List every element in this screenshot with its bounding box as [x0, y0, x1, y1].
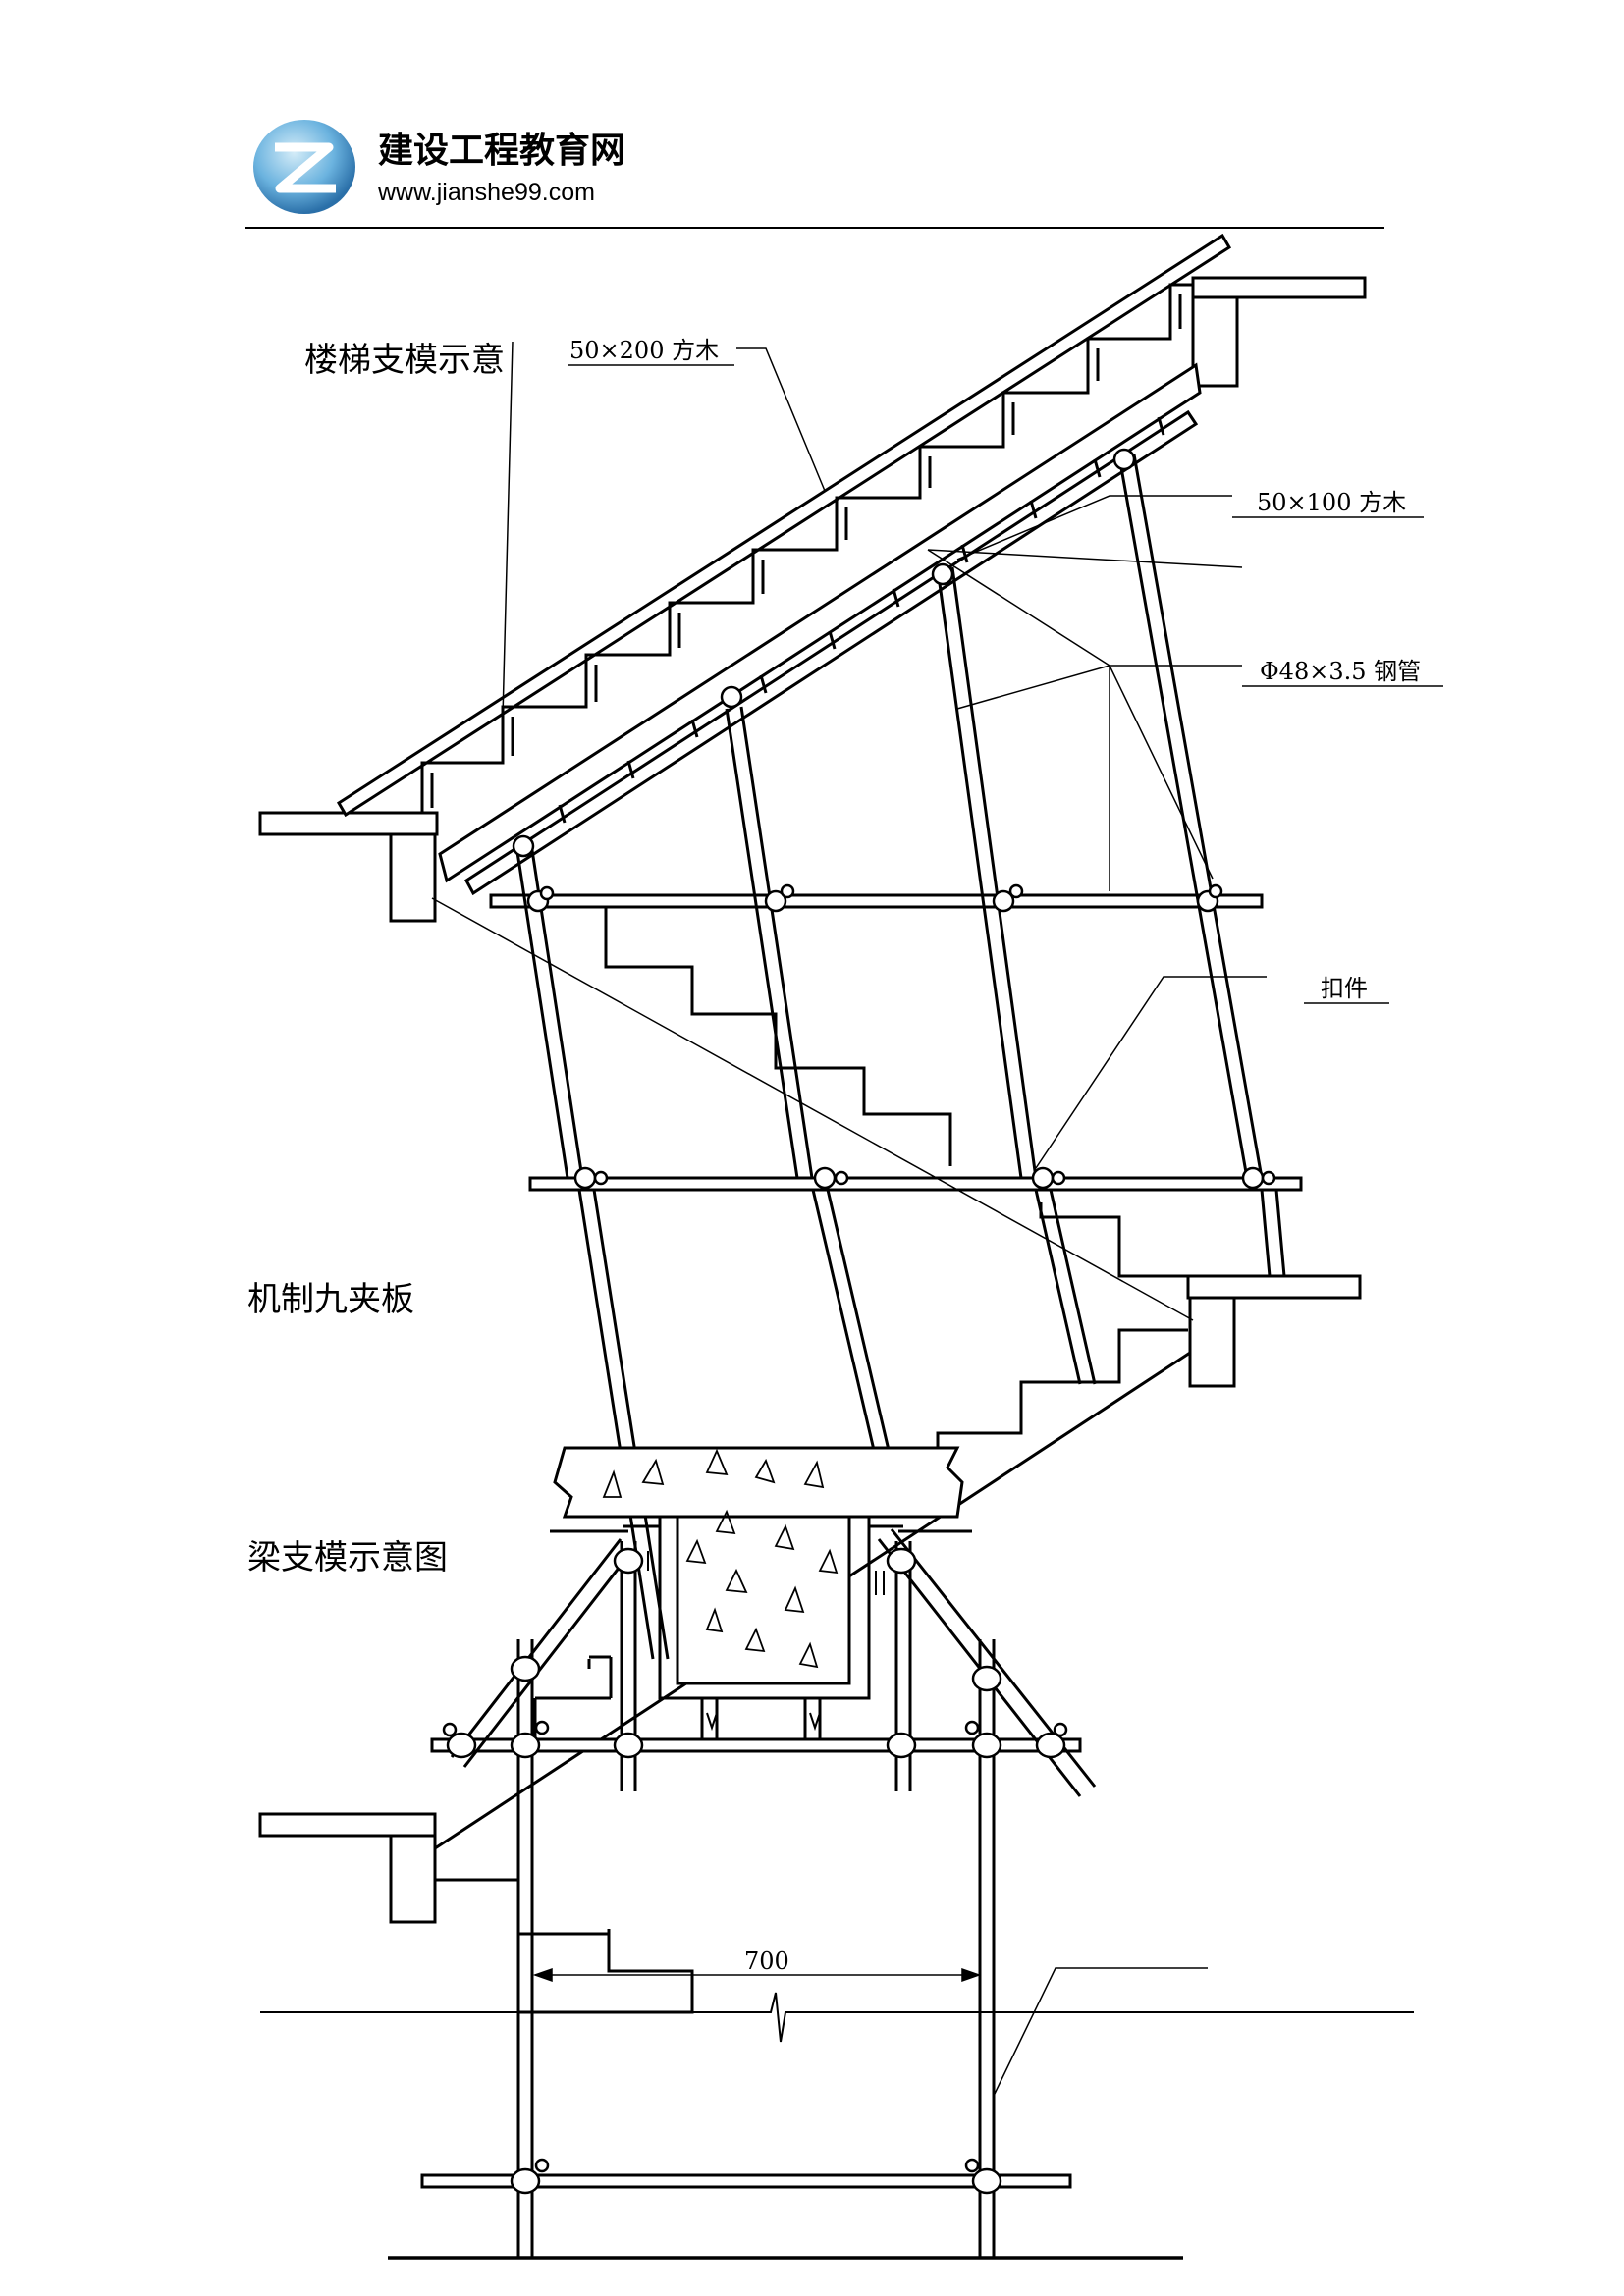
coupler-icon [834, 1170, 849, 1186]
beam-title: 梁支模示意图 [247, 1538, 448, 1577]
stair-steps-inner [430, 294, 1182, 808]
coupler-icon [539, 885, 555, 901]
coupler-icon [1053, 1722, 1068, 1737]
timber-50x200 [336, 233, 1232, 818]
upper-landing-slab [1191, 276, 1367, 299]
coupler-icon [613, 1732, 644, 1759]
ground-line [260, 1992, 1414, 2043]
lower-flight-steps [540, 905, 1188, 1278]
coupler-icon [593, 1170, 609, 1186]
concrete-beam [676, 1515, 851, 1685]
z-letter-icon [275, 142, 336, 193]
couplers [512, 448, 1276, 1190]
coupler-icon [992, 889, 1015, 913]
coupler-icon [613, 1547, 644, 1575]
site-url: www.jianshe99.com [377, 179, 595, 206]
coupler-icon [1008, 883, 1024, 899]
coupler-icon [1261, 1170, 1276, 1186]
callout-steel-pipe: Φ48×3.5 钢管 [1260, 658, 1421, 685]
soffit-cleats [558, 416, 1165, 824]
coupler-icon [813, 1166, 837, 1190]
beam-side-formwork [658, 1517, 871, 1700]
pipe-support-4 [1117, 454, 1286, 1277]
coupler-icon [764, 889, 787, 913]
coupler-icon [510, 1655, 541, 1682]
leader-lines [502, 341, 1267, 1169]
pipe-support-2 [725, 706, 900, 1493]
lower-landing-slab [258, 811, 439, 836]
callout-timber-50x200: 50×200 方木 [569, 337, 719, 364]
stair-steps [420, 283, 1193, 813]
beam-ledger-upper [430, 1737, 1082, 1753]
beam-ledger-lower [420, 2173, 1072, 2189]
beam-struts [700, 1698, 822, 1739]
ledger-middle [528, 1176, 1303, 1192]
coupler-icon [720, 685, 743, 709]
coupler-icon [1051, 1170, 1066, 1186]
plywood-label: 机制九夹板 [247, 1280, 414, 1319]
stair-title: 楼梯支模示意 [304, 341, 505, 380]
pole-right [978, 1639, 996, 2258]
coupler-icon [512, 834, 535, 858]
diagonal-brace-left [450, 1538, 635, 1768]
mid-landing-slab [1186, 1274, 1362, 1300]
coupler-icon [931, 562, 954, 586]
mid-landing-beam [1188, 1296, 1236, 1388]
upper-landing-beam [1191, 295, 1239, 388]
pipe-support-1 [514, 836, 670, 1660]
pipe-support-3 [936, 566, 1097, 1385]
coupler-icon [1208, 883, 1223, 899]
pipe-leader [993, 1967, 1208, 2097]
lower-landing-beam [389, 832, 437, 923]
stair-formwork [258, 233, 1367, 1852]
bottom-landing-slab [258, 1812, 437, 1838]
stair-waist-slab [438, 362, 1202, 883]
coupler-icon [1241, 1166, 1265, 1190]
beam-formwork-lips [550, 1524, 972, 1533]
bottom-landing-beam [389, 1834, 437, 1924]
coupler-icon [1031, 1166, 1055, 1190]
coupler-icon [1035, 1732, 1066, 1759]
beam-couplers [442, 1547, 1068, 2195]
coupler-icon [971, 1665, 1002, 1692]
coupler-icon [964, 2158, 980, 2173]
coupler-icon [573, 1166, 597, 1190]
pole-left [516, 1639, 534, 2258]
coupler-icon [442, 1722, 458, 1737]
coupler-icon [510, 1732, 541, 1759]
bottom-flight-steps [435, 1655, 694, 2014]
site-name: 建设工程教育网 [378, 131, 625, 171]
coupler-icon [534, 1720, 550, 1735]
coupler-icon [886, 1732, 917, 1759]
coupler-icon [534, 2158, 550, 2173]
dimension-span-label: 700 [744, 1948, 789, 1975]
ledger-upper [489, 893, 1264, 909]
concrete-aggregate [602, 1448, 839, 1669]
callout-timber-50x100: 50×100 方木 [1257, 489, 1406, 516]
coupler-icon [971, 1732, 1002, 1759]
dimension-700 [532, 1967, 982, 1983]
nail-marks [647, 1551, 885, 1732]
coupler-icon [971, 2167, 1002, 2195]
coupler-icon [964, 1720, 980, 1735]
header-logo [253, 120, 355, 214]
coupler-icon [510, 2167, 541, 2195]
coupler-icon [446, 1732, 477, 1759]
diagonal-brace [431, 897, 1194, 1321]
coupler-icon [886, 1547, 917, 1575]
coupler-icon [1112, 448, 1136, 471]
coupler-icon [780, 883, 795, 899]
callout-coupler: 扣件 [1321, 975, 1368, 1002]
